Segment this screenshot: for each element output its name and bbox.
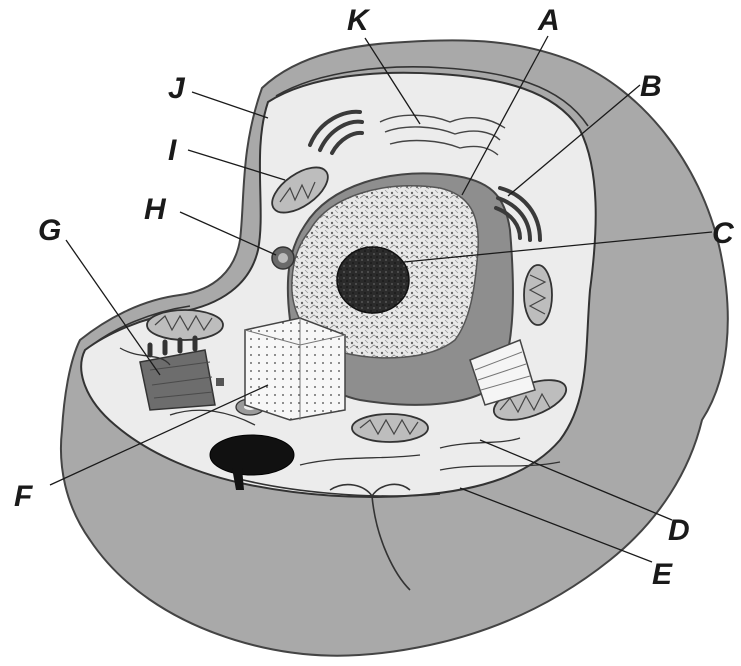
label-b: B <box>640 70 662 103</box>
label-d: D <box>668 514 690 547</box>
label-j: J <box>168 72 186 105</box>
label-k: K <box>347 4 371 37</box>
mitochondrion-bottom <box>352 414 428 442</box>
mitochondrion-right <box>524 265 552 325</box>
label-f: F <box>14 480 33 513</box>
nucleolus <box>337 247 409 313</box>
label-g: G <box>38 214 61 247</box>
mitochondrion-left <box>147 310 223 340</box>
lysosome-h <box>272 247 294 269</box>
label-e: E <box>652 558 673 591</box>
label-h: H <box>144 193 167 226</box>
label-i: I <box>168 134 177 167</box>
label-a: A <box>537 4 560 37</box>
label-c: C <box>712 217 735 250</box>
organelle-f <box>245 318 345 420</box>
